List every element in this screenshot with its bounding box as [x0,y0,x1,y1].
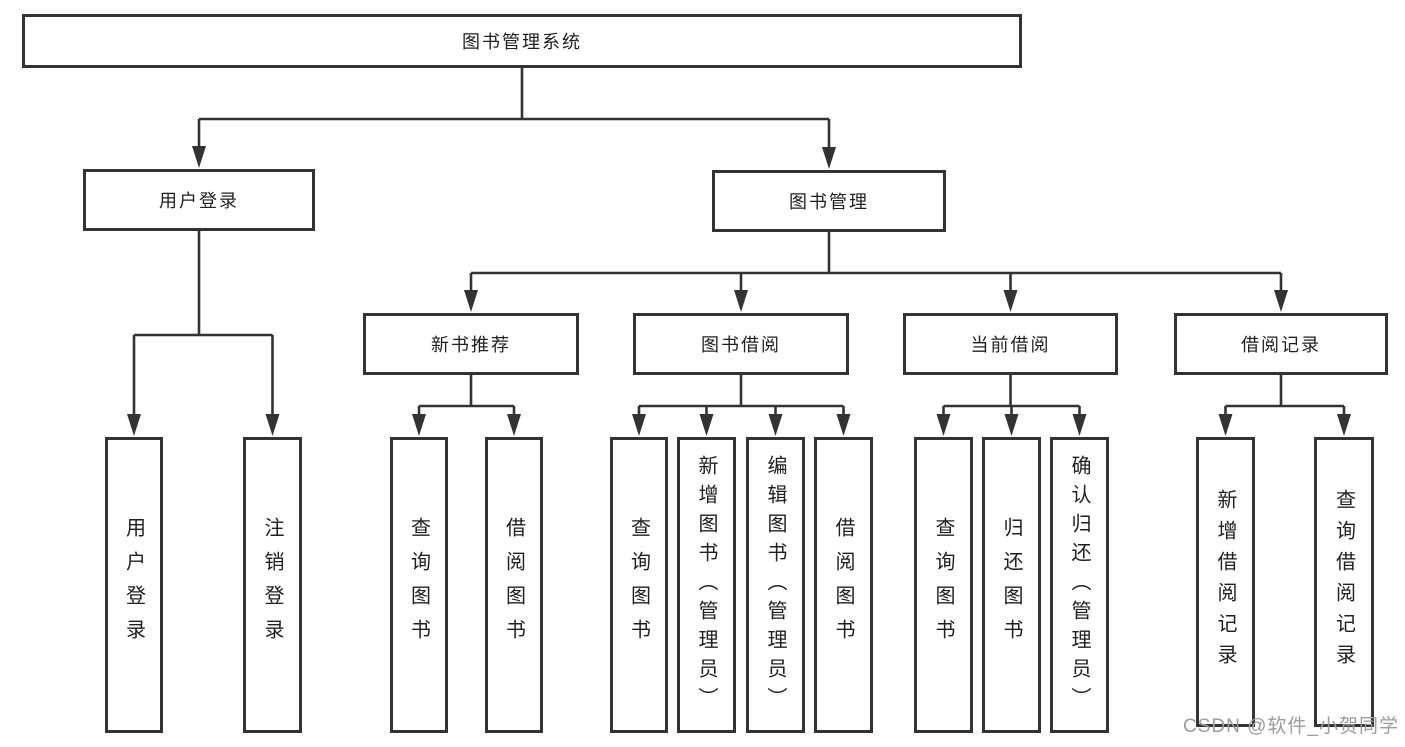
watermark: CSDN @软件_小贺同学 [1183,716,1399,737]
arrowhead-icon [1072,414,1087,436]
node-lf-query-3: 查询图书 [914,437,973,733]
node-book-borrow: 图书借阅 [633,313,849,375]
node-lf-return: 归还图书 [982,437,1041,733]
arrowhead-icon [1337,414,1351,436]
arrowhead-icon [412,414,426,436]
node-label-lf-query-3: 查询图书 [932,517,954,653]
edge-book-mgmt [469,232,1283,295]
arrowhead-icon [265,414,280,436]
edge-user-login [132,231,274,419]
arrowhead-icon [1274,290,1288,312]
node-label-lf-user-login: 用户登录 [122,517,145,653]
node-label-book-borrow: 图书借阅 [701,335,781,355]
node-lf-add-record: 新增借阅记录 [1196,437,1255,727]
node-label-lf-add-record: 新增借阅记录 [1214,489,1236,675]
node-label-book-mgmt: 图书管理 [789,192,869,212]
node-label-lf-query-record: 查询借阅记录 [1332,489,1355,675]
edge-root [197,68,831,152]
arrowhead-icon [127,414,141,436]
arrowhead-icon [192,146,206,168]
node-label-lf-borrow-1: 借阅图书 [502,517,525,653]
node-new-rec: 新书推荐 [363,313,579,375]
node-lf-query-2: 查询图书 [610,437,668,733]
node-lf-confirm-return: 确认归还（管理员） [1050,437,1109,733]
arrowhead-icon [734,290,748,312]
edge-current-borrow [942,375,1081,419]
arrowhead-icon [507,414,521,436]
edge-borrow-records [1224,375,1346,419]
node-lf-borrow-2: 借阅图书 [814,437,873,733]
node-label-lf-add-book: 新增图书（管理员） [695,454,717,716]
node-label-new-rec: 新书推荐 [431,335,511,355]
node-lf-user-login: 用户登录 [105,437,163,733]
node-root: 图书管理系统 [22,14,1022,68]
node-label-borrow-records: 借阅记录 [1241,335,1321,355]
node-label-lf-confirm-return: 确认归还（管理员） [1068,454,1090,716]
node-lf-logout: 注销登录 [243,437,302,733]
node-label-user-login: 用户登录 [159,191,239,211]
arrowhead-icon [464,290,478,312]
node-label-lf-return: 归还图书 [1000,517,1022,653]
arrowhead-icon [1218,414,1233,436]
node-label-lf-logout: 注销登录 [261,517,283,653]
arrowhead-icon [936,414,951,436]
node-lf-add-book: 新增图书（管理员） [677,437,736,733]
node-borrow-records: 借阅记录 [1174,313,1388,375]
edge-book-borrow [637,375,845,419]
node-lf-query-1: 查询图书 [390,437,448,733]
arrowhead-icon [699,414,714,436]
node-label-lf-query-1: 查询图书 [407,517,430,653]
node-label-lf-query-2: 查询图书 [627,517,650,653]
node-current-borrow: 当前借阅 [903,313,1118,375]
node-lf-query-record: 查询借阅记录 [1314,437,1374,727]
node-book-mgmt: 图书管理 [712,170,946,232]
arrowhead-icon [1003,290,1018,312]
arrowhead-icon [822,147,836,169]
node-label-current-borrow: 当前借阅 [970,335,1051,355]
node-label-root: 图书管理系统 [462,32,582,52]
node-user-login: 用户登录 [83,169,315,231]
node-label-lf-edit-book: 编辑图书（管理员） [764,454,786,716]
edge-new-rec [417,375,516,419]
arrowhead-icon [632,414,646,436]
node-lf-borrow-1: 借阅图书 [485,437,543,733]
node-label-lf-borrow-2: 借阅图书 [832,517,854,653]
node-lf-edit-book: 编辑图书（管理员） [746,437,805,733]
arrowhead-icon [836,414,851,436]
arrowhead-icon [768,414,783,436]
arrowhead-icon [1004,414,1019,436]
